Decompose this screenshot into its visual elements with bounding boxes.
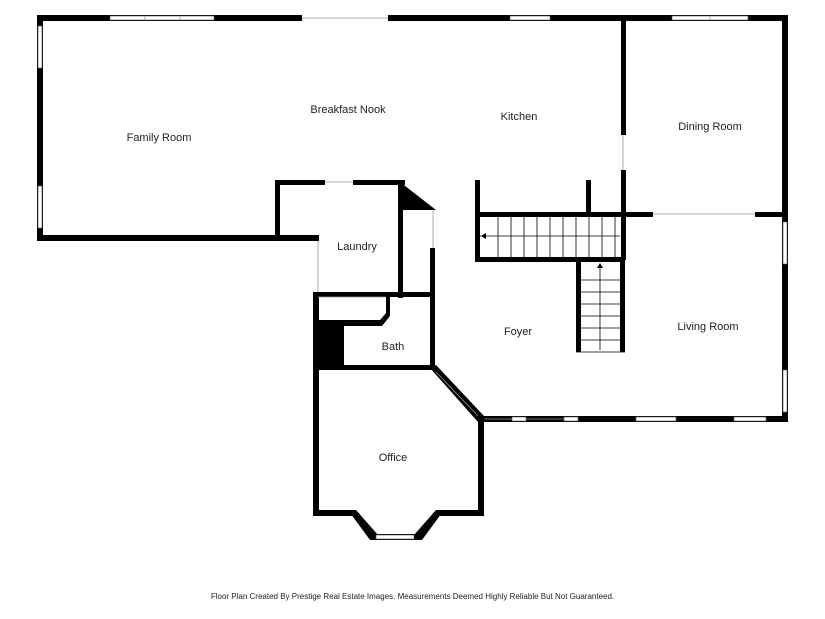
- footer-credit: Floor Plan Created By Prestige Real Esta…: [210, 592, 615, 601]
- bath-fixture: [318, 326, 344, 368]
- wall-laundry-right-stub: [430, 248, 435, 328]
- closet-mark: [400, 182, 436, 210]
- stairs-lower: [576, 262, 625, 353]
- label-office: Office: [379, 452, 408, 464]
- wall-bath-right: [430, 292, 435, 370]
- wall-stair-top: [475, 212, 625, 217]
- wall-laundry-top: [275, 180, 325, 185]
- wall-left: [37, 15, 43, 241]
- wall-dining-bottom: [621, 212, 653, 217]
- wall-laundry-left: [275, 180, 280, 238]
- label-kitchen: Kitchen: [501, 111, 538, 123]
- openings: [302, 17, 755, 420]
- stair-arrow-up: [597, 263, 603, 268]
- wall-right: [782, 15, 788, 421]
- wall-stair-bottom: [475, 257, 625, 262]
- wall-laundry-top-right: [353, 180, 405, 185]
- label-bath: Bath: [382, 341, 405, 353]
- wall-laundry-bottom: [313, 292, 433, 297]
- wall-office-bottom-left: [313, 510, 353, 516]
- wall-office-left: [313, 292, 319, 516]
- wall-office-right: [478, 416, 484, 516]
- label-foyer: Foyer: [504, 326, 532, 338]
- wall-top-right: [388, 15, 788, 21]
- wall-laundry-right: [398, 180, 403, 298]
- wall-office-bottom-right: [440, 510, 484, 516]
- wall-bath-bottom: [313, 365, 435, 370]
- wall-family-bottom: [37, 235, 319, 241]
- label-family-room: Family Room: [127, 132, 192, 144]
- wall-kitchen-left: [475, 180, 480, 262]
- label-living-room: Living Room: [677, 321, 738, 333]
- windows: [37, 15, 788, 540]
- wall-bottom-right: [478, 416, 788, 422]
- stairs-upper: [480, 217, 620, 257]
- wall-dining-bottom-right: [755, 212, 788, 217]
- label-laundry: Laundry: [337, 241, 377, 253]
- label-dining-room: Dining Room: [678, 121, 742, 133]
- label-breakfast-nook: Breakfast Nook: [310, 104, 386, 116]
- wall-bay-left: [348, 510, 378, 540]
- wall-bath-closet: [318, 297, 390, 326]
- wall-kitchen-right: [586, 180, 591, 215]
- stair-arrow-left: [481, 233, 486, 239]
- wall-dining-left: [621, 15, 626, 135]
- wall-bay-right: [414, 510, 444, 540]
